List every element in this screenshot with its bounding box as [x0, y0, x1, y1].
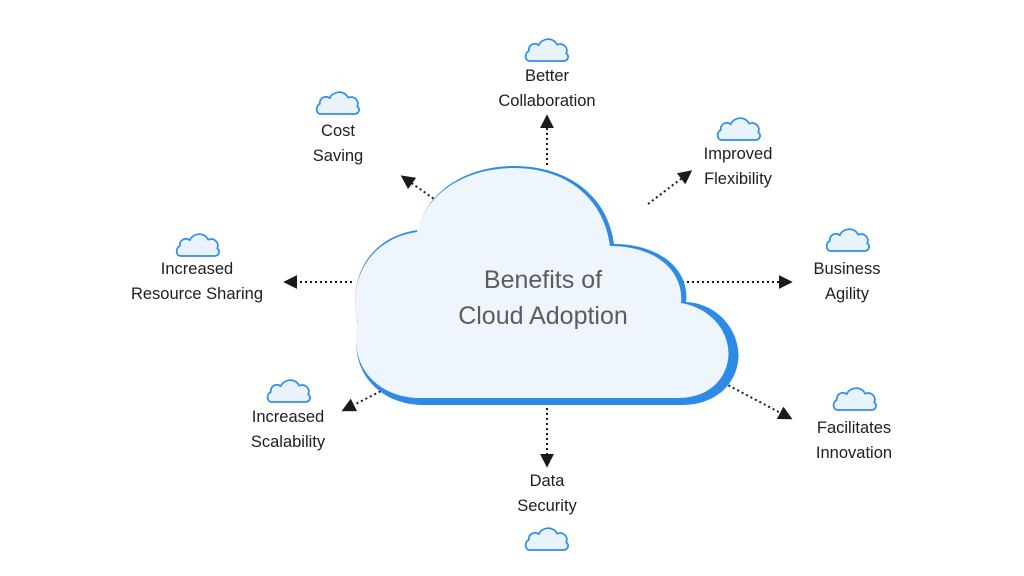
title-line-1: Benefits of	[483, 266, 603, 294]
cloud-icon	[716, 117, 761, 141]
benefit-label-scalability: Increased Scalability	[188, 405, 388, 455]
benefit-line-1: Better	[524, 67, 570, 85]
cloud-icon	[524, 38, 569, 62]
benefit-line-2: Innovation	[815, 444, 893, 462]
benefit-line-2: Saving	[312, 147, 364, 165]
cloud-icon	[825, 228, 870, 252]
cloud-icon	[315, 91, 360, 115]
benefit-line-1: Increased	[160, 260, 234, 278]
benefit-line-1: Increased	[251, 408, 325, 426]
main-cloud-body	[355, 168, 729, 398]
cloud-icon	[175, 233, 220, 257]
benefit-line-2: Flexibility	[704, 170, 772, 188]
benefit-line-1: Cost	[321, 122, 355, 140]
benefit-label-cost-saving: Cost Saving	[238, 119, 438, 169]
cloud-icon	[832, 387, 877, 411]
title-line-2: Cloud Adoption	[458, 302, 628, 330]
benefit-line-1: Facilitates	[816, 419, 892, 437]
cloud-icon	[524, 527, 569, 551]
main-cloud-icon	[355, 166, 739, 405]
diagram-title: Benefits of Cloud Adoption	[420, 262, 666, 334]
benefit-label-innovation: Facilitates Innovation	[754, 416, 954, 466]
benefit-line-1: Business	[813, 260, 881, 278]
connector-innovation	[723, 382, 793, 420]
benefit-label-collaboration: Better Collaboration	[447, 64, 647, 114]
benefit-line-2: Collaboration	[498, 92, 596, 110]
benefit-line-1: Data	[529, 472, 565, 490]
benefit-line-2: Agility	[824, 285, 869, 303]
benefit-line-1: Improved	[703, 145, 773, 163]
benefit-line-2: Scalability	[250, 433, 326, 451]
connector-flexibility	[647, 170, 693, 205]
cloud-icon	[266, 379, 311, 403]
benefit-label-resource-sharing: Increased Resource Sharing	[97, 257, 297, 307]
benefit-line-2: Security	[517, 497, 577, 515]
benefit-label-security: Data Security	[447, 469, 647, 519]
benefit-label-agility: Business Agility	[747, 257, 947, 307]
benefit-label-flexibility: Improved Flexibility	[638, 142, 838, 192]
benefit-line-2: Resource Sharing	[130, 285, 264, 303]
